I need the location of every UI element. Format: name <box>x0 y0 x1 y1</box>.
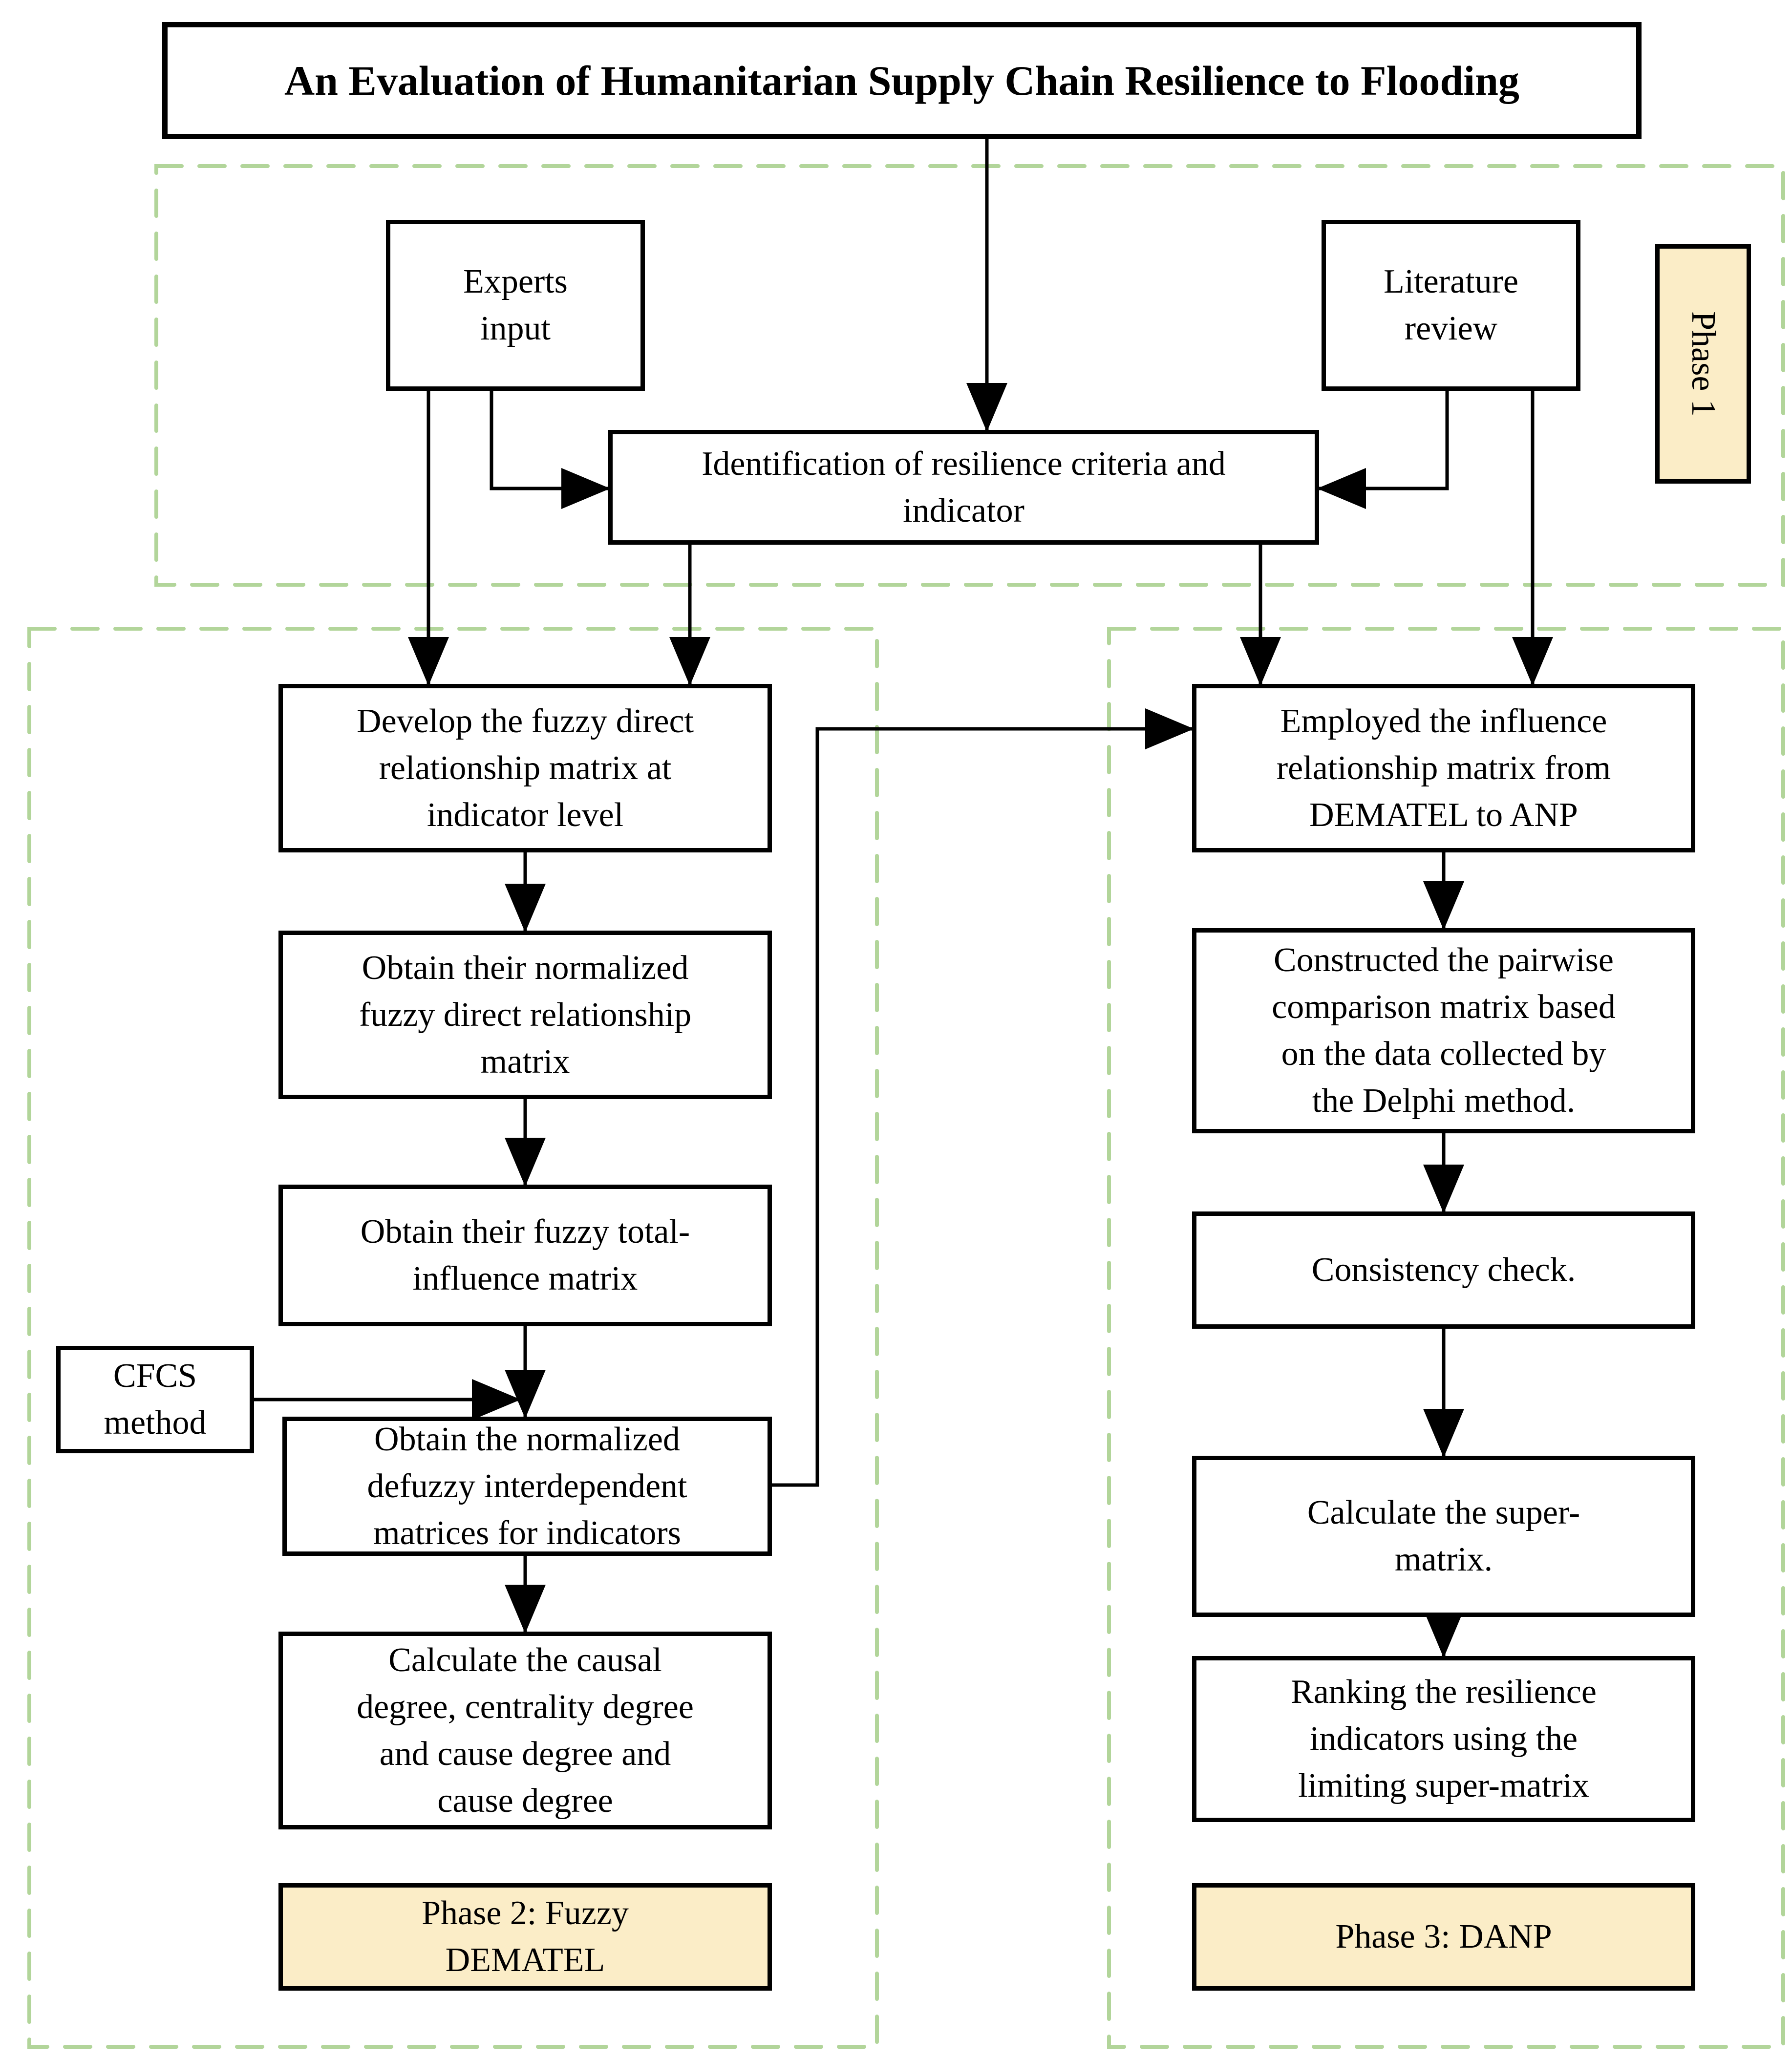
phase3-label-box: Phase 3: DANP <box>1192 1883 1695 1991</box>
phase2-label-box: Phase 2: Fuzzy DEMATEL <box>278 1883 772 1991</box>
causal-degree-node: Calculate the causal degree, centrality … <box>278 1632 772 1829</box>
title-box: An Evaluation of Humanitarian Supply Cha… <box>162 22 1642 139</box>
fuzzy-total-influence-node: Obtain their fuzzy total- influence matr… <box>278 1185 772 1326</box>
defuzzy-interdependent-node: Obtain the normalized defuzzy interdepen… <box>282 1417 772 1556</box>
ranking-node: Ranking the resilience indicators using … <box>1192 1656 1695 1822</box>
connector-literature-to-identification <box>1317 391 1449 509</box>
consistency-check-node: Consistency check. <box>1192 1211 1695 1329</box>
connector-experts-to-identification <box>490 391 610 509</box>
identification-node: Identification of resilience criteria an… <box>608 430 1319 545</box>
experts-input-node: Experts input <box>386 220 645 391</box>
phase1-label-box: Phase 1 <box>1655 244 1751 484</box>
phase2-dashed-region <box>27 627 879 2049</box>
employed-influence-node: Employed the influence relationship matr… <box>1192 684 1695 852</box>
supermatrix-node: Calculate the super- matrix. <box>1192 1456 1695 1617</box>
cfcs-method-node: CFCS method <box>56 1346 254 1453</box>
phase3-dashed-region <box>1107 627 1785 2049</box>
connector-defuzzy-to-employed <box>772 708 1194 1487</box>
phase1-label: Phase 1 <box>1685 311 1722 417</box>
pairwise-comparison-node: Constructed the pairwise comparison matr… <box>1192 928 1695 1133</box>
literature-review-node: Literature review <box>1322 220 1580 391</box>
normalized-fuzzy-matrix-node: Obtain their normalized fuzzy direct rel… <box>278 931 772 1099</box>
develop-fuzzy-matrix-node: Develop the fuzzy direct relationship ma… <box>278 684 772 852</box>
phase1-dashed-region <box>154 164 1785 587</box>
